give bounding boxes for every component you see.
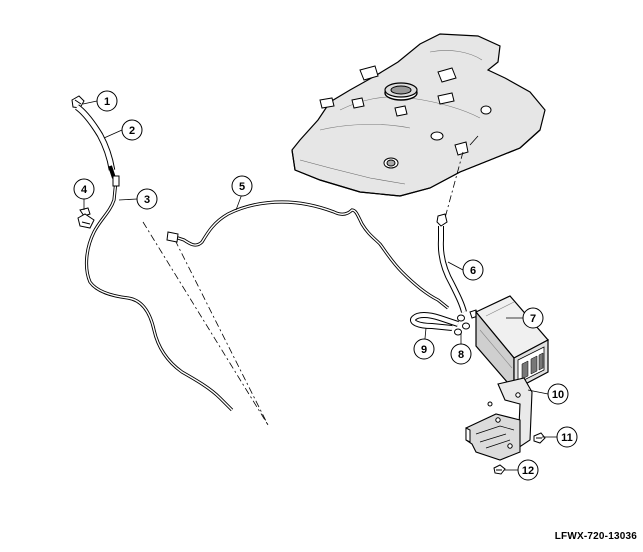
callout-11: 11 xyxy=(556,426,578,448)
callout-3-label: 3 xyxy=(144,194,150,206)
part-9-hose xyxy=(410,312,459,331)
part-2-hose xyxy=(75,104,116,179)
part-11-bolt xyxy=(533,432,546,444)
callout-12-label: 12 xyxy=(522,465,534,477)
callout-2-label: 2 xyxy=(129,125,135,137)
callout-8: 8 xyxy=(450,343,472,365)
alignment-lines xyxy=(142,151,464,426)
part-4-clip xyxy=(77,207,95,229)
part-6-hose xyxy=(436,213,467,313)
callout-3: 3 xyxy=(136,188,158,210)
part-5-tube xyxy=(166,200,449,310)
part-7-canister xyxy=(475,295,549,392)
callout-9-label: 9 xyxy=(421,344,427,356)
callout-9: 9 xyxy=(413,338,435,360)
callout-8-label: 8 xyxy=(458,349,464,361)
callout-2: 2 xyxy=(121,119,143,141)
callout-12: 12 xyxy=(517,459,539,481)
fuel-tank xyxy=(291,33,546,197)
callout-1-label: 1 xyxy=(104,96,110,108)
callout-4-label: 4 xyxy=(81,184,88,196)
callout-7-label: 7 xyxy=(530,313,536,325)
callout-11-label: 11 xyxy=(561,432,573,444)
callout-10: 10 xyxy=(547,383,569,405)
callout-7: 7 xyxy=(522,307,544,329)
figure-code: LFWX-720-13036 xyxy=(554,531,637,542)
part-8-fittings xyxy=(454,309,479,336)
callout-6: 6 xyxy=(462,259,484,281)
part-10-bracket xyxy=(465,377,533,461)
callout-5-label: 5 xyxy=(239,181,245,193)
callout-6-label: 6 xyxy=(470,265,476,277)
callout-1: 1 xyxy=(96,90,118,112)
part-12-bolt xyxy=(493,464,506,475)
leader-lines xyxy=(82,100,557,471)
callout-10-label: 10 xyxy=(552,389,564,401)
part-3-tube xyxy=(84,175,234,412)
callout-4: 4 xyxy=(73,178,95,200)
callout-5: 5 xyxy=(231,175,253,197)
part-1-clip xyxy=(71,95,85,109)
callouts: 1 2 3 4 5 6 7 8 xyxy=(73,90,578,481)
